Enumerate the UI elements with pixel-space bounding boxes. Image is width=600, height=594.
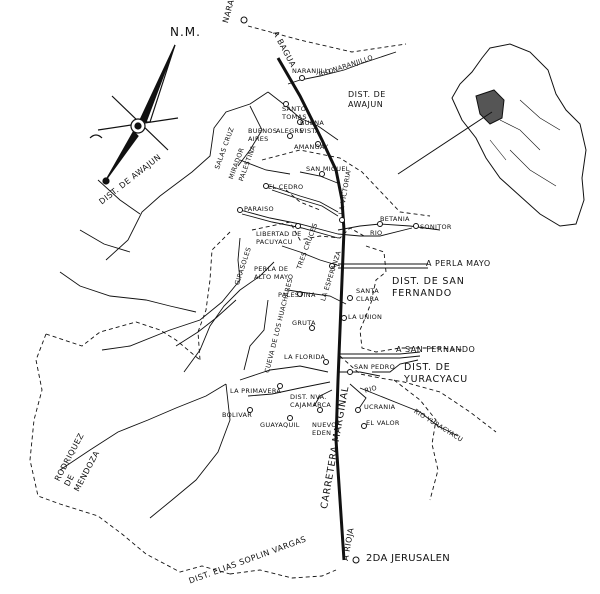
settlements <box>237 16 419 564</box>
district-label-awajun-top: DIST. DE AWAJUN <box>348 90 386 110</box>
place-guayaquil: GUAYAQUIL <box>260 421 300 429</box>
place-santa-clara: SANTA CLARA <box>356 287 379 303</box>
place-ucrania: UCRANIA <box>364 403 396 411</box>
place-el-cedro: EL CEDRO <box>268 183 304 191</box>
highway <box>276 57 346 561</box>
marker-gruta <box>309 325 315 331</box>
place-la-florida: LA FLORIDA <box>284 353 326 361</box>
marker-san-miguel <box>319 171 325 177</box>
place-nuevo-eden: NUEVO EDEN <box>312 421 337 437</box>
marker-nuevo-eden <box>317 407 323 413</box>
place-buenos-aires: BUENOS AIRES <box>248 127 278 143</box>
place-perla-alto: PERLA DE ALTO MAYO <box>254 265 294 281</box>
marker-guayaquil <box>287 415 293 421</box>
place-la-primavera: LA PRIMAVERA <box>230 387 282 395</box>
peru-inset-map <box>397 43 587 227</box>
marker-primavera <box>277 383 283 389</box>
marker-naranjillo <box>299 75 305 81</box>
place-libertad: LIBERTAD DE PACUYACU <box>256 230 302 247</box>
marker-el-valor <box>361 423 367 429</box>
place-bolivar: BOLIVAR <box>222 411 253 419</box>
place-san-pedro: SAN PEDRO <box>354 363 395 371</box>
marker-paraiso <box>237 207 243 213</box>
north-label: N.M. <box>170 25 201 39</box>
district-label-yuracyacu: DIST. DE YURACYACU <box>404 362 468 386</box>
marker-alegre <box>287 133 293 139</box>
place-la-union: LA UNION <box>348 313 383 321</box>
district-label-san-fernando: DIST. DE SAN FERNANDO <box>392 276 465 300</box>
road-label-san-fernando: A SAN FERNANDO <box>396 345 476 354</box>
place-san-miguel: SAN MIGUEL <box>306 165 350 173</box>
place-sonitor: SONITOR <box>420 223 452 231</box>
river-label-rio-1: RIO <box>370 229 383 237</box>
place-paraiso: PARAISO <box>244 205 274 213</box>
place-santo-tomas: SANTO TOMAS <box>282 105 307 121</box>
marker-victoria <box>339 217 345 223</box>
place-buena-vista: BUENA VISTA <box>300 119 325 135</box>
marker-la-union <box>341 315 347 321</box>
north-arrow-icon <box>89 44 179 185</box>
place-amangay: AMANGAY <box>294 143 329 151</box>
place-el-valor: EL VALOR <box>366 419 400 427</box>
marker-san-pedro <box>347 369 353 375</box>
district-boundaries <box>29 25 497 579</box>
place-naranjillo: NARANJILLO <box>292 67 334 75</box>
place-betania: BETANIA <box>380 215 410 223</box>
road-label-perla-mayo: A PERLA MAYO <box>426 259 491 268</box>
marker-el-cedro <box>263 183 269 189</box>
place-alegre: ALEGRE <box>276 127 304 135</box>
rivers <box>59 51 459 519</box>
marker-ucrania <box>355 407 361 413</box>
place-palestina: PALESTINA <box>278 291 316 299</box>
marker-jerusalen <box>352 556 360 564</box>
marker-betania <box>377 221 383 227</box>
marker-sonitor <box>413 223 419 229</box>
marker-la-florida <box>323 359 329 365</box>
place-jerusalen: 2DA JERUSALEN <box>366 553 451 564</box>
marker-bolivar <box>247 407 253 413</box>
marker-libertad <box>295 223 301 229</box>
marker-perla-mayo <box>329 263 335 269</box>
secondary-roads <box>239 159 428 411</box>
marker-palestina <box>297 291 303 297</box>
marker-buena-vista <box>297 119 303 125</box>
marker-santa-clara <box>347 295 353 301</box>
place-nva-cajamarca: DIST. NVA. CAJAMARCA <box>290 393 332 409</box>
marker-amangay <box>315 141 321 147</box>
marker-naranjos <box>240 16 248 24</box>
marker-santo-tomas <box>283 101 289 107</box>
place-gruta: GRUTA <box>292 319 316 327</box>
